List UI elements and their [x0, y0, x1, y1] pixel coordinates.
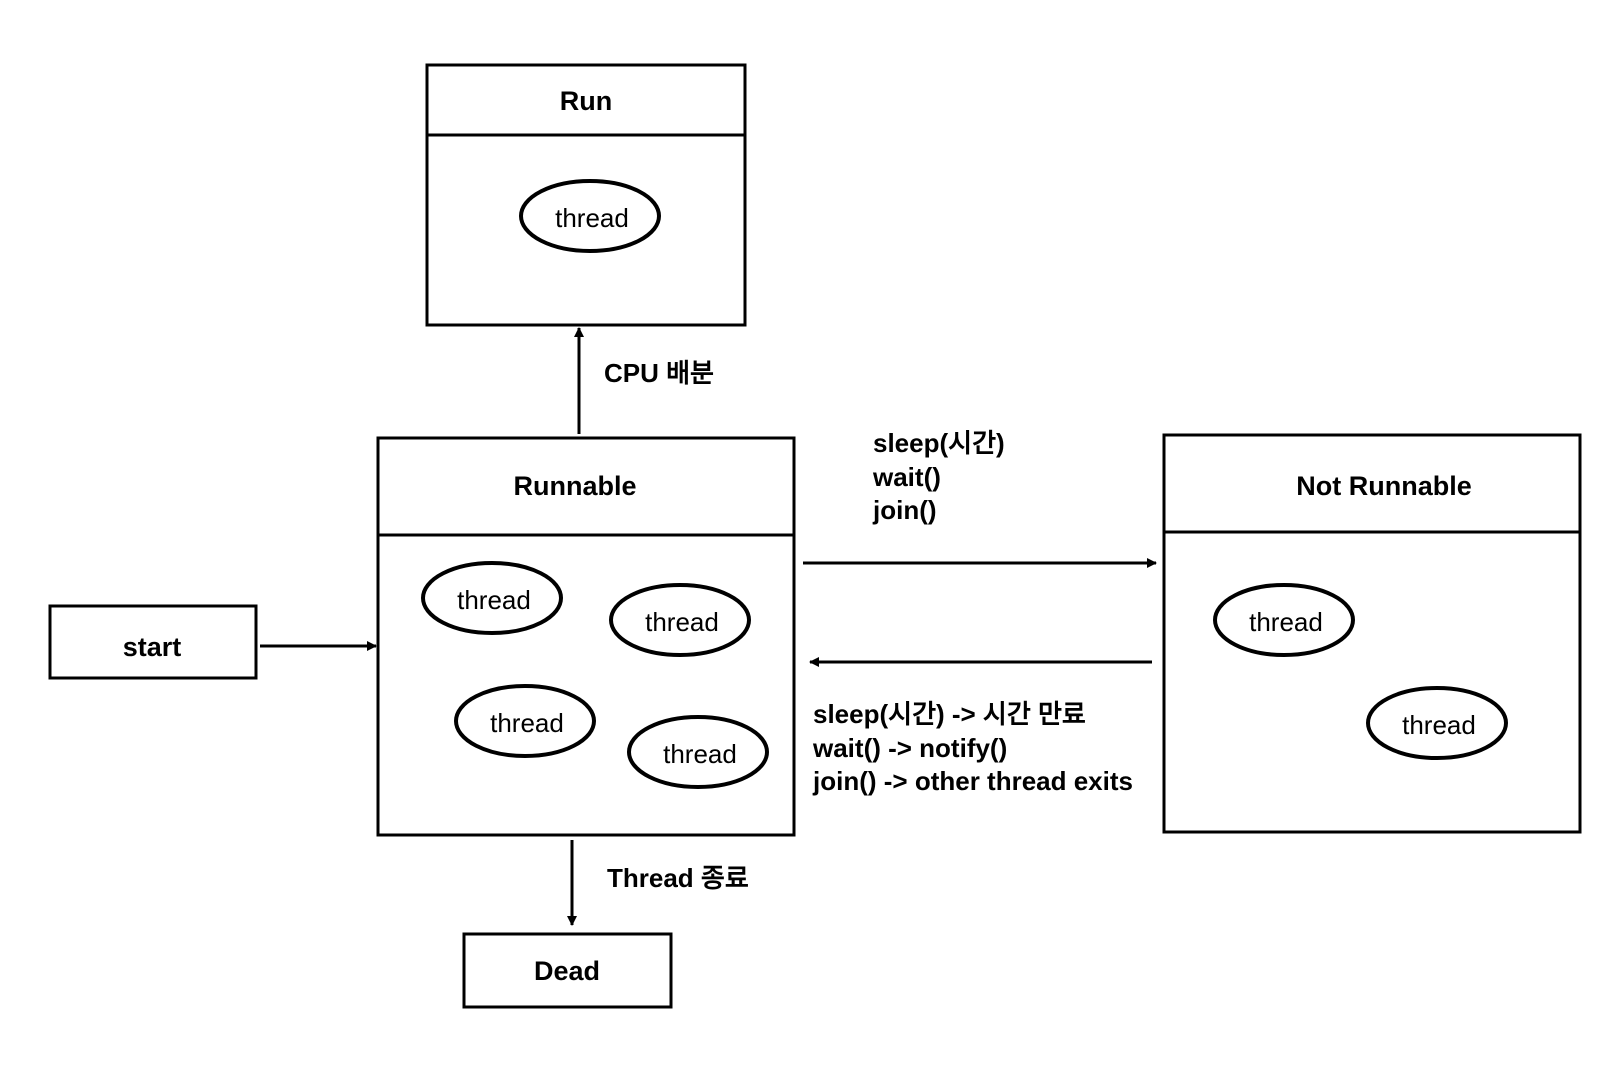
not-runnable-state-box: Not Runnable thread thread — [1162, 433, 1582, 834]
thread-label: thread — [1402, 710, 1476, 740]
thread-label: thread — [645, 607, 719, 637]
thread-label: thread — [555, 203, 629, 233]
cpu-allocation-label: CPU 배분 — [604, 358, 714, 388]
run-state-box: Run thread — [425, 63, 747, 327]
start-node: start — [48, 604, 258, 680]
thread-label: thread — [1249, 607, 1323, 637]
thread-node: thread — [421, 561, 563, 635]
not-runnable-state-title: Not Runnable — [1296, 471, 1472, 501]
to-runnable-labels: sleep(시간) -> 시간 만료 wait() -> notify() jo… — [812, 699, 1133, 796]
thread-node: thread — [454, 684, 596, 758]
transition-label: sleep(시간) -> 시간 만료 — [813, 699, 1086, 729]
runnable-state-box: Runnable thread thread thread thread — [376, 436, 796, 837]
thread-node: thread — [1366, 686, 1508, 760]
runnable-state-title: Runnable — [513, 471, 636, 501]
thread-node: thread — [627, 715, 769, 789]
thread-label: thread — [490, 708, 564, 738]
dead-label: Dead — [534, 956, 600, 986]
dead-node: Dead — [462, 932, 673, 1009]
transition-label: sleep(시간) — [873, 428, 1005, 458]
thread-node: thread — [519, 179, 661, 253]
start-label: start — [123, 632, 182, 662]
transition-label: wait() — [872, 462, 941, 492]
run-state-title: Run — [560, 86, 612, 116]
thread-end-label: Thread 종료 — [607, 863, 749, 893]
thread-node: thread — [609, 583, 751, 657]
transition-label: join() — [872, 495, 937, 525]
transition-label: join() -> other thread exits — [812, 766, 1133, 796]
to-not-runnable-labels: sleep(시간) wait() join() — [872, 428, 1005, 525]
thread-node: thread — [1213, 583, 1355, 657]
thread-label: thread — [457, 585, 531, 615]
thread-label: thread — [663, 739, 737, 769]
transition-label: wait() -> notify() — [812, 733, 1007, 763]
